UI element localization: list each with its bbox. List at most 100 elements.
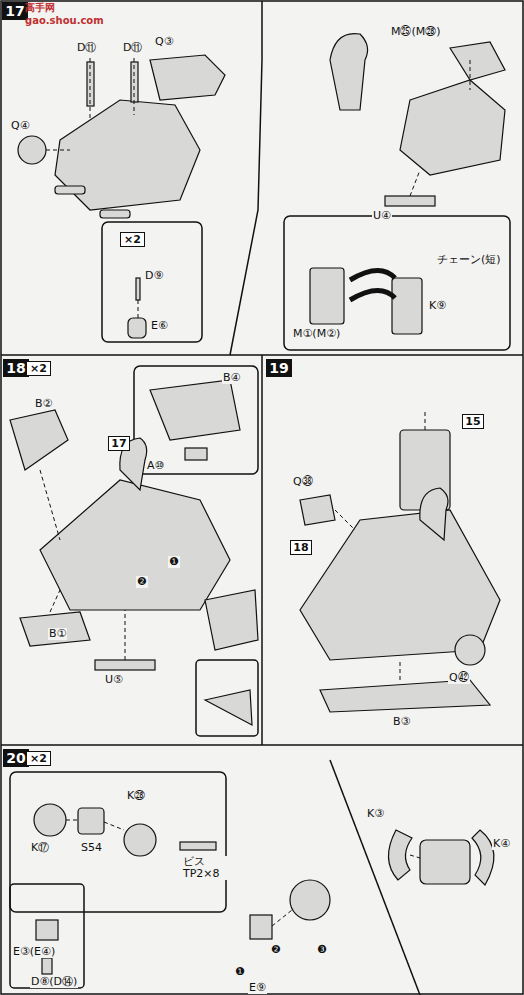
box-text: 19 <box>269 360 288 376</box>
part-label: B① <box>48 628 67 640</box>
part-label: ❸ <box>316 944 328 956</box>
watermark: gao.shou.com <box>24 15 105 26</box>
part-q38 <box>300 495 335 525</box>
panel-divider <box>230 1 262 355</box>
panel-divider <box>1 744 523 746</box>
box-text: 17 <box>111 437 126 450</box>
part-label: Q③ <box>154 36 175 48</box>
joint-rod <box>100 210 130 218</box>
part-label: Q㊳ <box>292 476 314 488</box>
chain-short <box>350 290 395 300</box>
guide-line <box>125 610 126 660</box>
part-label: U⑤ <box>104 674 124 686</box>
box-text: 18 <box>6 360 25 376</box>
box-text: 15 <box>465 415 480 428</box>
armor-b4 <box>150 380 240 440</box>
guide-line <box>66 820 78 821</box>
inset-box <box>10 884 84 988</box>
inset-box <box>134 366 258 474</box>
part-label: ビス TP2×8 <box>182 856 228 880</box>
guide-line <box>50 590 60 612</box>
part-k9 <box>392 278 422 334</box>
part-label: K③ <box>366 808 385 820</box>
part-label: ❶ <box>234 966 246 978</box>
part-label: B③ <box>392 716 411 728</box>
part-u4 <box>385 196 435 206</box>
inset-box <box>10 772 226 912</box>
quantity-box: ×2 <box>26 751 51 766</box>
pin-d9 <box>136 278 140 300</box>
quantity-box: ×2 <box>120 232 145 247</box>
hook-part <box>420 488 448 540</box>
guide-line <box>272 910 292 926</box>
part-label: チェーン(短) <box>436 254 502 266</box>
part-label: B② <box>34 398 53 410</box>
hip-joint <box>290 880 330 920</box>
part-u5 <box>95 660 155 670</box>
step-number: 19 <box>266 359 292 377</box>
leg-body-part <box>400 80 505 175</box>
guide-line <box>410 170 420 196</box>
guide-line <box>410 855 420 858</box>
sub-assembly-ref: 18 <box>290 540 312 555</box>
box-text: 20 <box>6 750 25 766</box>
armor-m25 <box>450 42 505 80</box>
guide-line <box>40 470 60 540</box>
part-label: ❷ <box>136 576 148 588</box>
armor-b1 <box>20 612 90 646</box>
part-q4 <box>18 136 46 164</box>
guide-line <box>138 300 139 318</box>
guide-line <box>104 822 124 830</box>
panel-divider <box>261 355 263 745</box>
part-label: K⑨ <box>428 300 447 312</box>
part-label: U④ <box>372 210 392 222</box>
joint-block <box>420 840 470 884</box>
inset-box <box>284 216 510 350</box>
leg-body-part <box>55 100 200 210</box>
leg-assembly <box>40 480 230 610</box>
panel-divider <box>330 760 420 995</box>
part-label: Q④ <box>10 120 31 132</box>
screw <box>180 842 216 850</box>
guide-line <box>90 58 91 120</box>
box-text: ×2 <box>30 362 47 375</box>
hook-part <box>330 34 368 110</box>
part-label: ❷ <box>270 944 282 956</box>
part-label: K⑰ <box>30 842 50 854</box>
part-s54 <box>78 808 104 834</box>
guide-line <box>134 58 135 115</box>
box-text: 18 <box>293 541 308 554</box>
part-e3 <box>36 920 58 940</box>
part-label: B④ <box>222 372 241 384</box>
sub-assembly-ref: 15 <box>462 414 484 429</box>
joint-rod <box>55 186 85 194</box>
armor-b4 <box>205 590 258 650</box>
part-label: M㉕(M㉘) <box>390 26 442 38</box>
part-m1 <box>310 268 344 324</box>
part-label: K④ <box>492 838 511 850</box>
part-label: E③(E④) <box>12 946 56 958</box>
armor-b3 <box>320 680 490 712</box>
part-k4 <box>472 830 494 885</box>
guide-line <box>335 510 355 530</box>
watermark: 高手网 <box>24 2 56 13</box>
part-label: S54 <box>80 842 103 854</box>
part-k17 <box>34 804 66 836</box>
part-q42 <box>455 635 485 665</box>
step-number: 17 <box>2 2 28 20</box>
box-text: ×2 <box>30 752 47 765</box>
detail-view <box>205 690 252 725</box>
part-label: D⑪ <box>76 42 97 54</box>
part-q3 <box>150 55 225 100</box>
part-label: D⑪ <box>122 42 143 54</box>
part-e6 <box>128 318 146 338</box>
sub-assembly-ref: 17 <box>108 436 130 451</box>
chain-short <box>350 270 395 280</box>
guide-line <box>46 150 70 151</box>
part-k3 <box>388 830 412 880</box>
part-k28 <box>124 824 156 856</box>
guide-line <box>425 410 426 430</box>
inset-box <box>196 660 258 736</box>
